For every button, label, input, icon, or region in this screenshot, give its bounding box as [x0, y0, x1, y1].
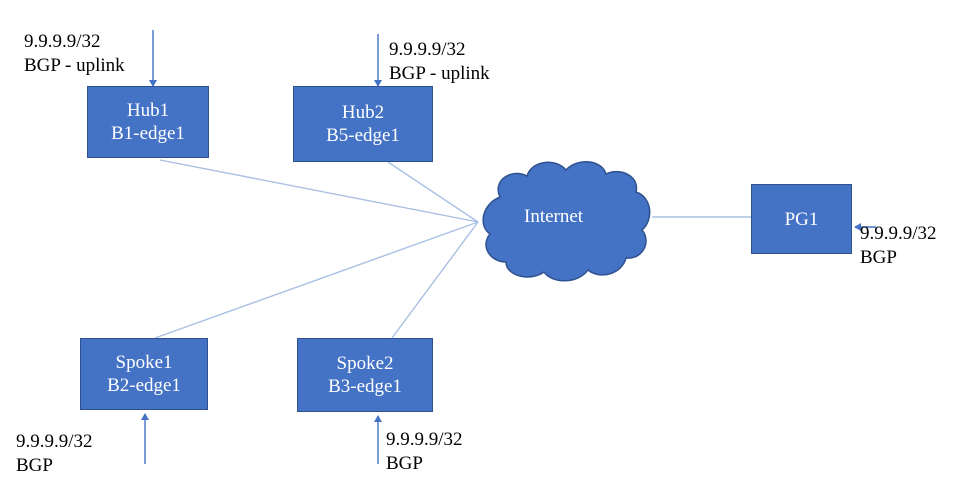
spoke2-prefix: 9.9.9.9/32	[386, 429, 463, 450]
hub2-protocol: BGP - uplink	[389, 63, 490, 84]
hub1-node[interactable]: Hub1 B1-edge1	[87, 86, 209, 158]
hub2-edge: B5-edge1	[326, 125, 400, 146]
link-hub1-internet	[159, 159, 479, 223]
pg1-annotation: 9.9.9.9/32 BGP	[860, 222, 937, 270]
link-spoke2-internet	[391, 221, 479, 339]
spoke2-edge: B3-edge1	[328, 376, 402, 397]
spoke1-edge: B2-edge1	[107, 375, 181, 396]
internet-label: Internet	[524, 206, 584, 227]
hub1-protocol: BGP - uplink	[24, 55, 125, 76]
pg1-protocol: BGP	[860, 247, 897, 268]
internet-cloud-icon	[482, 161, 651, 282]
hub2-name: Hub2	[341, 102, 385, 123]
pg1-name: PG1	[784, 208, 819, 230]
hub1-prefix: 9.9.9.9/32	[24, 31, 101, 52]
spoke2-protocol: BGP	[386, 453, 423, 474]
hub2-prefix: 9.9.9.9/32	[389, 39, 466, 60]
spoke2-annotation: 9.9.9.9/32 BGP	[386, 428, 463, 476]
hub2-node[interactable]: Hub2 B5-edge1	[293, 86, 433, 162]
pg1-node[interactable]: PG1	[751, 184, 852, 254]
spoke1-annotation: 9.9.9.9/32 BGP	[16, 430, 93, 478]
link-hub2-internet	[387, 161, 479, 223]
spoke1-prefix: 9.9.9.9/32	[16, 431, 93, 452]
spoke1-name: Spoke1	[115, 352, 173, 373]
hub1-name: Hub1	[126, 100, 170, 121]
spoke1-node[interactable]: Spoke1 B2-edge1	[80, 338, 208, 410]
hub1-edge: B1-edge1	[111, 123, 185, 144]
link-spoke1-internet	[154, 221, 479, 339]
spoke1-protocol: BGP	[16, 455, 53, 476]
hub2-annotation: 9.9.9.9/32 BGP - uplink	[389, 38, 490, 86]
spoke2-name: Spoke2	[336, 353, 394, 374]
hub1-annotation: 9.9.9.9/32 BGP - uplink	[24, 30, 125, 78]
spoke2-node[interactable]: Spoke2 B3-edge1	[297, 338, 433, 412]
pg1-prefix: 9.9.9.9/32	[860, 223, 937, 244]
